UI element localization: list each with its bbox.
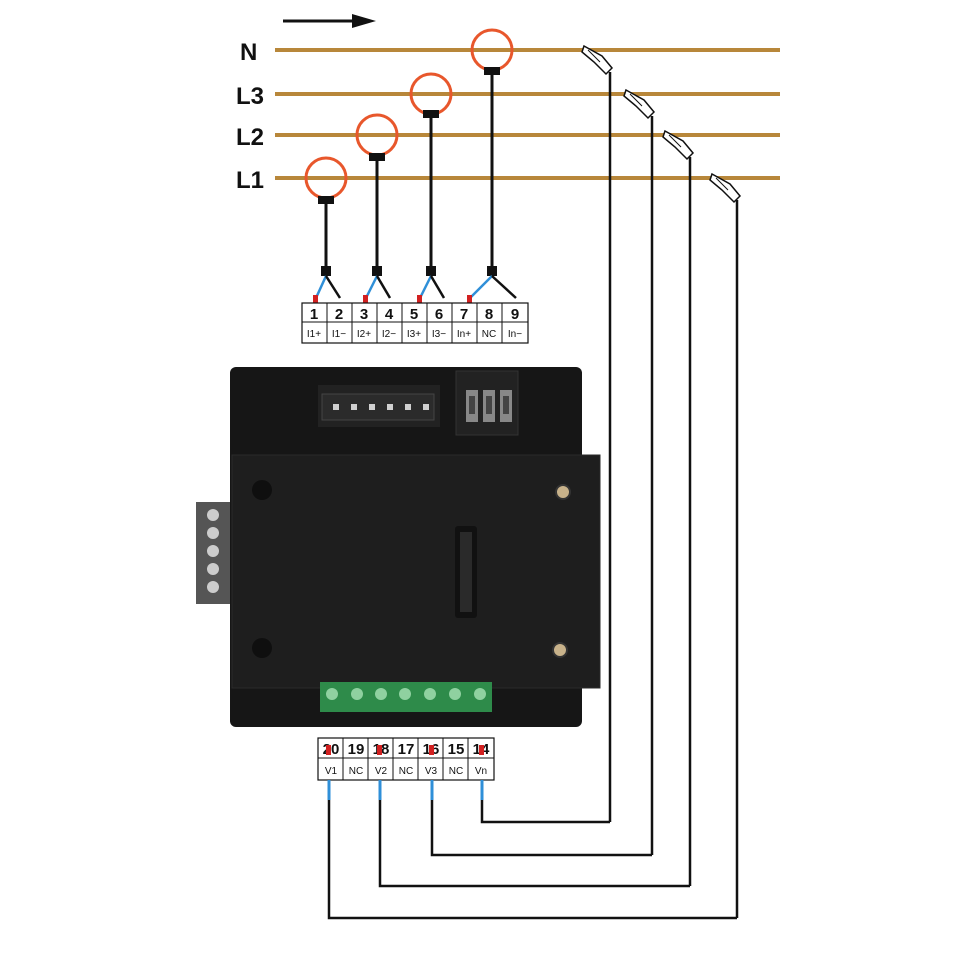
terminal-signal: V3 — [425, 766, 438, 777]
terminal-signal: I3+ — [407, 329, 421, 340]
screw-icon — [555, 484, 571, 500]
terminal-signal: NC — [449, 766, 463, 777]
meter-device — [196, 367, 601, 727]
terminal-signal: I1− — [332, 329, 346, 340]
ct-sensor-n — [469, 28, 517, 299]
terminal-signal: NC — [349, 766, 363, 777]
terminal-signal: In+ — [457, 329, 471, 340]
busbars — [275, 48, 780, 180]
terminal-signal: V2 — [375, 766, 388, 777]
terminal-signal: In− — [508, 329, 522, 340]
line-label-l3: L3 — [236, 83, 264, 110]
terminal-signal: NC — [399, 766, 413, 777]
terminal-number: 3 — [360, 306, 368, 323]
voltage-terminal-tips — [326, 745, 484, 755]
terminal-number: 2 — [335, 306, 343, 323]
terminal-signal: V1 — [325, 766, 338, 777]
line-label-n: N — [240, 39, 257, 66]
terminal-number: 5 — [410, 306, 418, 323]
rs485-terminal-icon — [455, 370, 519, 436]
terminal-number: 1 — [310, 306, 318, 323]
terminal-signal: Vn — [475, 766, 487, 777]
terminal-number: 8 — [485, 306, 493, 323]
terminal-number: 15 — [448, 741, 465, 758]
voltage-clip-n-icon — [581, 44, 614, 822]
terminal-signal: I3− — [432, 329, 446, 340]
voltage-terminal-block: 20 19 18 17 16 15 14 V1 NC V2 NC V3 NC V… — [317, 737, 495, 781]
terminal-signal: I2− — [382, 329, 396, 340]
screw-icon — [252, 480, 272, 500]
terminal-number: 17 — [398, 741, 415, 758]
terminal-number: 4 — [385, 306, 394, 323]
ct-sensor-l2 — [355, 113, 399, 299]
ct-sensor-l3 — [409, 72, 453, 299]
terminal-number: 9 — [511, 306, 519, 323]
current-terminal-tips — [313, 295, 472, 303]
terminal-number: 7 — [460, 306, 468, 323]
side-terminal-icon — [196, 502, 230, 604]
terminal-signal: I2+ — [357, 329, 371, 340]
voltage-clip-l3-icon — [623, 88, 656, 855]
screw-icon — [252, 638, 272, 658]
current-terminal-block: 1 2 3 4 5 6 7 8 9 I1+ I1− I2+ I2− I3+ I3… — [301, 302, 529, 344]
pin-header-icon — [455, 526, 477, 618]
terminal-number: 6 — [435, 306, 443, 323]
rj-connector-icon — [321, 393, 435, 421]
ct-sensor-l1 — [304, 156, 348, 299]
voltage-terminal-connector-icon — [320, 682, 492, 712]
voltage-clip-l1-icon — [709, 172, 742, 918]
line-label-l1: L1 — [236, 167, 264, 194]
screw-icon — [552, 642, 568, 658]
voltage-wires — [327, 780, 737, 920]
voltage-clip-l2-icon — [662, 129, 695, 886]
terminal-signal: I1+ — [307, 329, 321, 340]
terminal-number: 19 — [348, 741, 365, 758]
flow-direction-arrow — [283, 14, 376, 28]
line-label-l2: L2 — [236, 124, 264, 151]
terminal-signal: NC — [482, 329, 496, 340]
